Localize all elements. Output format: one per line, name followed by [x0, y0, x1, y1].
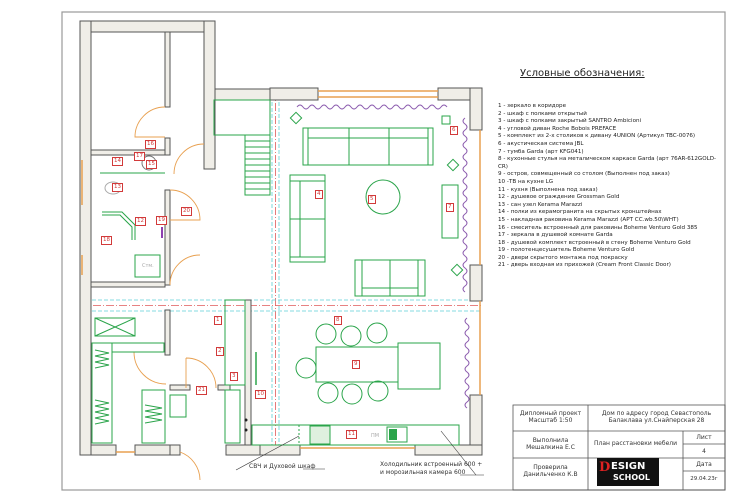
legend-title: Условные обозначения:	[520, 68, 645, 79]
legend-item: 20 - двери скрытого монтажа под покраску	[498, 254, 628, 261]
legend-item: 7 - тумба Garda (арт KFG041)	[498, 148, 584, 155]
checker-name: Данильченко К.В	[523, 471, 578, 478]
legend-item: 10 -ТВ на кухне LG	[498, 178, 554, 185]
project-label: Дипломный проект	[519, 410, 582, 417]
legend-item: 12 - душевое ограждение Grossman Gold	[498, 194, 620, 201]
tag-7-cabinet: 7	[446, 203, 454, 212]
note-fridge-line2: и морозильная камера 600	[380, 469, 466, 476]
tag-6-acoustic: 6	[450, 126, 458, 135]
legend-item: 5 - комплект из 2-х столиков к дивану 4U…	[498, 133, 696, 140]
legend-item: 6 - акустическая система JBL	[498, 140, 584, 147]
legend-item: 9 - остров, совмещенный со столом (Выпол…	[498, 171, 670, 178]
tag-4-sofa: 4	[315, 190, 323, 199]
walls	[79, 20, 483, 456]
washer-label: Стм.	[142, 263, 154, 269]
tag-3-closed-shelf: 3	[230, 372, 238, 381]
legend-item: 8 - кухонные стулья на металическом карк…	[498, 156, 717, 170]
tag-15-sink: 15	[146, 160, 157, 169]
bathroom-fixtures	[94, 155, 165, 337]
title-block-checker: Проверила Данильченко К.В	[513, 464, 588, 478]
title-block-address: Дом по адресу город Севастополь Балаклав…	[588, 410, 725, 424]
legend-item: 15 - накладная раковина Kerama Marazzi (…	[498, 216, 679, 223]
tag-5-tables: 5	[368, 195, 376, 204]
legend-item: 14 - полки из керамогранита на скрытых к…	[498, 209, 662, 216]
legend-item: 2 - шкаф с полками открытый	[498, 110, 587, 117]
legend-item: 17 - зеркала в душевой комнате Garda	[498, 232, 613, 239]
tag-2-open-shelf: 2	[216, 347, 224, 356]
tag-12-shower-screen: 12	[135, 217, 146, 226]
sheet-title: План расстановки мебели	[593, 440, 677, 447]
axis-lines	[80, 90, 482, 455]
tag-19-towel-dryer: 19	[156, 216, 167, 225]
legend-item: 1 - зеркало в коридоре	[498, 103, 567, 109]
title-block-author: Выполнила Мешалкина Е.С	[513, 437, 588, 451]
legend-item: 16 - смеситель встроенный для раковины B…	[498, 224, 698, 231]
windows	[81, 90, 481, 453]
tag-14-shelves: 14	[112, 157, 123, 166]
sheet-frame	[61, 11, 726, 491]
tag-21-entrance-door: 21	[196, 386, 207, 395]
living-room-furniture	[289, 104, 468, 297]
tag-13-toilet: 13	[112, 183, 123, 192]
note-microwave-oven: СВЧ и Духовой шкаф	[249, 463, 316, 470]
doors	[133, 106, 217, 481]
tag-8-chairs: 8	[334, 316, 342, 325]
hob-label: ПМ	[371, 433, 380, 439]
kitchen-dining-furniture	[235, 317, 484, 476]
legend-item: 18 - душевой комплект встроенный в стену…	[498, 239, 691, 246]
legend-item: 3 - шкаф с полками закрытый SANTRO Ambic…	[498, 118, 642, 125]
tag-10-tv: 10	[255, 390, 266, 399]
legend-item: 19 - полотенцесушитель Boheme Venturo Go…	[498, 247, 635, 254]
author-label: Выполнила	[532, 437, 569, 444]
tag-17-mirror: 17	[134, 152, 145, 161]
legend-list: 1 - зеркало в коридоре 2 - шкаф с полкам…	[498, 103, 723, 270]
title-block-project: Дипломный проект Масштаб 1:50	[513, 410, 588, 424]
address-line1: Дом по адресу город Севастополь	[601, 410, 712, 417]
tag-11-kitchen: 11	[346, 430, 357, 439]
sheet-label: Лист	[696, 434, 712, 441]
sheet-number: 4	[702, 448, 706, 455]
note-fridge-line1: Холодильник встроенный 600 +	[380, 461, 483, 468]
legend-item: 11 - кухня (Выполнена под заказ)	[498, 186, 598, 193]
tag-1-mirror: 1	[214, 316, 222, 325]
wardrobes	[91, 299, 257, 444]
legend-item: 4 - угловой диван Roche Bobois PREFACE	[498, 125, 617, 132]
tag-20-hidden-door: 20	[181, 207, 192, 216]
author-name: Мешалкина Е.С	[526, 444, 575, 451]
date-value: 29.04.23г	[690, 476, 718, 482]
tag-9-island: 9	[352, 360, 360, 369]
tag-18-shower-set: 18	[101, 236, 112, 245]
date-label: Дата	[696, 461, 712, 468]
legend-item: 21 - дверь входная из прихожей (Cream Fr…	[498, 262, 671, 269]
checker-label: Проверила	[533, 464, 568, 471]
project-scale: Масштаб 1:50	[528, 417, 573, 424]
address-line2: Балаклава ул.Снайперская 28	[608, 417, 705, 424]
legend-item: 13 - сан узел Kerama Marazzi	[498, 201, 583, 208]
tag-16-mixer: 16	[145, 140, 156, 149]
staircase	[213, 99, 271, 196]
